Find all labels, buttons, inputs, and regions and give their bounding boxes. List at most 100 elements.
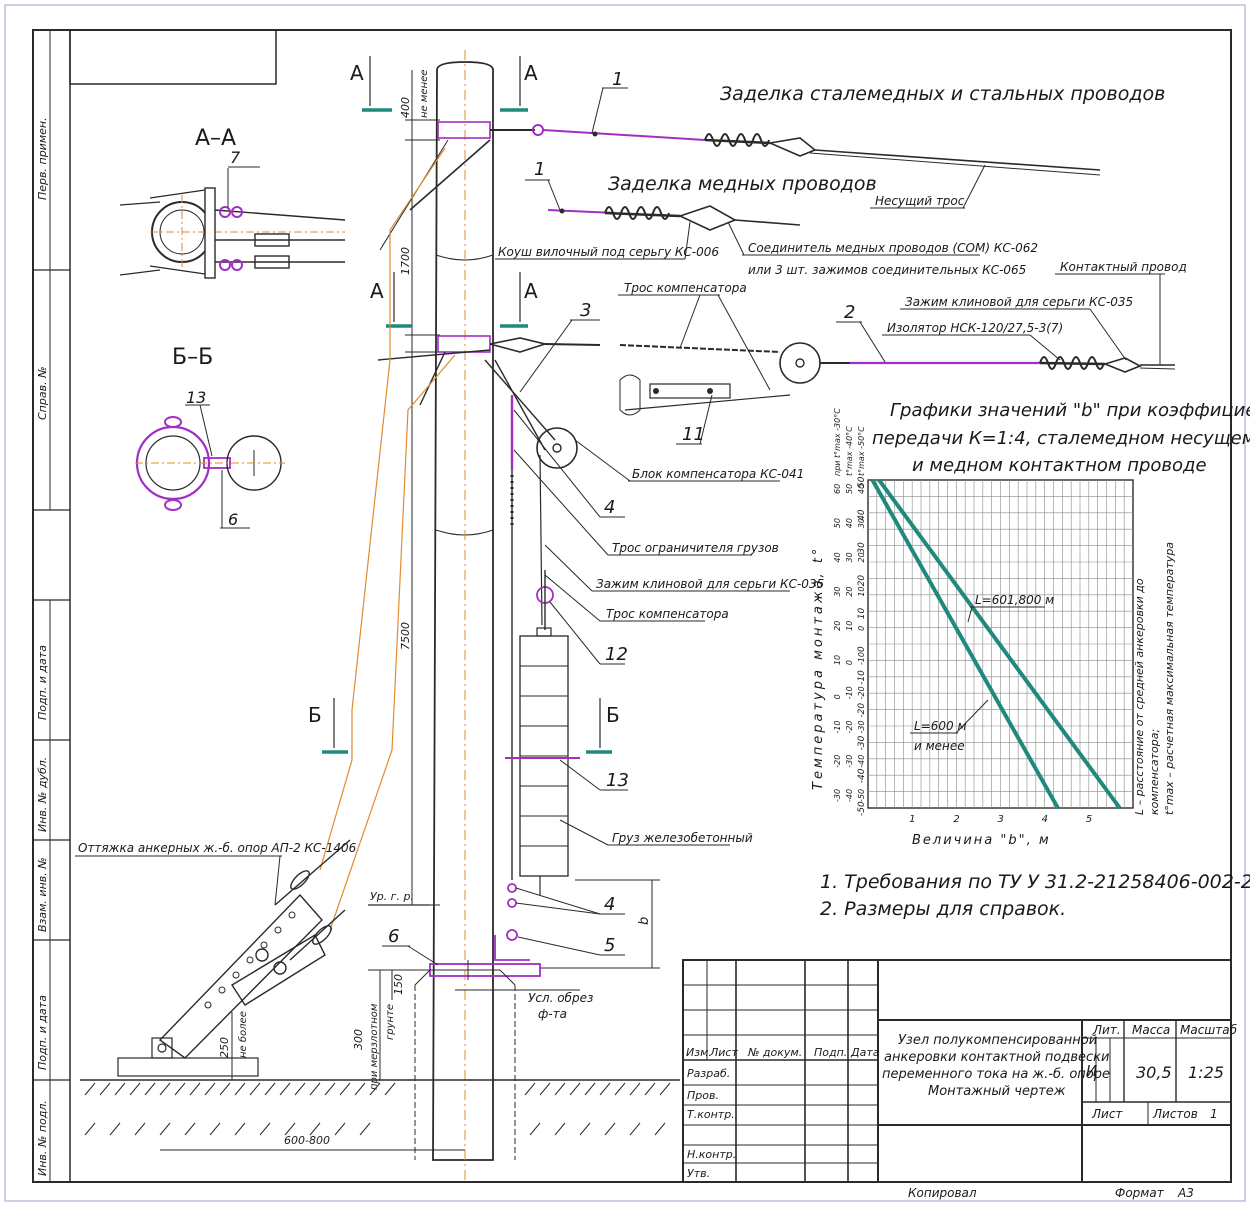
y-tick-label: -10 [857,670,867,685]
extra-scale-label: 20 [833,621,842,631]
stamp-format: Формат [1115,1186,1165,1200]
extra-scale-label: 40 [833,552,842,562]
chart-annotation-2: L=600 м [914,719,967,733]
ground-level-label: Ур. г. р. [370,890,414,903]
extra-scale-label: 0 [857,626,866,631]
stamp-mass-header: Масса [1132,1023,1170,1037]
y-tick-label: 40 [857,509,867,521]
label-connector-2: или 3 шт. зажимов соединительных КС-065 [748,263,1026,277]
stamp-scale-header: Масштаб [1180,1023,1238,1037]
chart-title-1: Графики значений "b" при коэффициенте [890,400,1250,421]
extra-scale-label: -40 [845,789,854,802]
chart-annotation-3: и менее [914,739,965,753]
label-compensator-cable-2: Трос компенсатора [606,607,729,621]
chart-xlabel: Величина "b", м [912,833,1051,848]
x-tick-label: 5 [1086,814,1092,825]
x-tick-label: 1 [909,814,915,825]
label-concrete-weight: Груз железобетонный [612,831,753,845]
chart-series [870,478,1122,810]
callout-6-bb: 6 [228,510,238,529]
side-label-6: Подп. и дата [36,995,49,1070]
stamp-title-4: Монтажный чертеж [928,1084,1066,1099]
extra-scale-label: -30 [845,755,854,768]
label-guy: Оттяжка анкерных ж.-б. опор АП-2 КС-1406 [78,841,357,855]
chart-b-values: Графики значений "b" при коэффициенте пе… [811,400,1250,848]
dim-1700: 1700 [399,247,412,275]
marker-a-1: А [350,61,364,85]
stamp-row-check: Пров. [687,1089,719,1102]
marker-a-4: А [524,279,538,303]
pole-dimensions: 400 не менее 1700 7500 Ур. г. р. [368,70,440,906]
extra-scale-head: t°max -50°C [857,426,866,476]
y-tick-label: 50 [857,476,867,488]
side-label-2: Справ. № [36,366,49,420]
extra-scale-label: 20 [857,552,866,562]
extra-scale-label: -10 [845,686,854,699]
extra-scale-label: -30 [833,789,842,802]
dim-300: 300 [352,1029,365,1050]
callout-13-bb: 13 [186,388,206,407]
dim-ground: 600-800 [284,1134,330,1147]
extra-scale-label: -20 [857,686,866,699]
stamp-row-tcontr: Т.контр. [687,1108,735,1121]
extra-scale-label: -20 [833,755,842,768]
note-1: 1. Требования по ТУ У 31.2-21258406-002-… [820,871,1250,893]
marker-a-3: А [370,279,384,303]
title-copper: Заделка медных проводов [608,173,877,195]
extra-scale-label: -20 [845,720,854,733]
label-wedge-clamp-2: Зажим клиновой для серьги КС-035 [596,577,824,591]
section-aa-title: А–А [195,126,236,151]
label-limiter: Трос ограничителя грузов [612,541,779,555]
y-tick-label: -20 [857,703,867,718]
x-tick-label: 3 [998,814,1004,825]
marker-b-2: Б [606,703,620,727]
section-bb: Б–Б 13 6 [135,345,285,529]
copper-termination: Заделка медных проводов 1 Коуш вилочный … [495,159,1038,277]
section-aa: А–А 7 [119,126,346,279]
concrete-pole [432,50,494,1180]
chart-title-2: передачи К=1:4, сталемедном несущем трос… [872,428,1250,449]
extra-scale-label: 40 [857,484,866,494]
side-label-1: Перв. примен. [36,117,49,200]
side-label-5: Взам. инв. № [36,857,49,932]
stamp-title-2: анкеровки контактной подвески [884,1050,1109,1065]
callout-6: 6 [388,926,399,947]
extra-scale-label: 50 [833,518,842,528]
label-contact-wire: Контактный провод [1060,260,1187,274]
extra-scale-label: 40 [845,518,854,528]
y-tick-label: 20 [857,575,867,587]
label-compensator-cable: Трос компенсатора [624,281,747,295]
stamp-format-value: А3 [1177,1186,1194,1200]
chart-side-note-3: t°max – расчетная максимальная температу… [1163,542,1176,815]
base-bracket: 6 Усл. обрез ф-та 150 300 при мерзлотном… [352,926,593,1160]
chart-title-3: и медном контактном проводе [912,455,1207,476]
dim-min-note: не менее [419,70,430,118]
extra-scale-label: -40 [857,755,866,768]
notes: 1. Требования по ТУ У 31.2-21258406-002-… [820,871,1250,920]
side-label-4: Инв. № дубл. [36,757,49,832]
extra-scale-label: 30 [857,518,866,528]
stamp-row-ncontr: Н.контр. [687,1148,736,1161]
marker-a-2: А [524,61,538,85]
label-connector-1: Соединитель медных проводов (СОМ) КС-062 [748,241,1038,255]
extra-scale-label: 10 [845,621,854,631]
label-compensator-block: Блок компенсатора КС-041 [632,467,804,481]
note-2: 2. Размеры для справок. [820,898,1066,920]
stamp-row-dev: Разраб. [687,1067,730,1080]
stamp-sheet-header: Лист [1091,1107,1123,1121]
callout-1-copper: 1 [534,159,545,180]
extra-scale-label: -10 [833,720,842,733]
callout-5: 5 [604,935,615,956]
stamp-col-sign: Подп. [814,1046,847,1059]
extra-scale-label: 10 [833,655,842,665]
stamp-row-appr: Утв. [687,1167,710,1180]
dim-frozen-note: при мерзлотном [369,1003,380,1090]
dim-400: 400 [399,97,412,118]
title-steel-copper: Заделка сталемедных и стальных проводов [720,83,1165,105]
stamp-sheets-header: Листов [1152,1107,1198,1121]
upper-anchor-assembly: 1 Заделка сталемедных и стальных проводо… [379,69,1165,251]
y-tick-label: -50 [857,801,867,816]
callout-13: 13 [606,770,629,791]
label-wedge-clamp-top: Зажим клиновой для серьги КС-035 [905,295,1133,309]
